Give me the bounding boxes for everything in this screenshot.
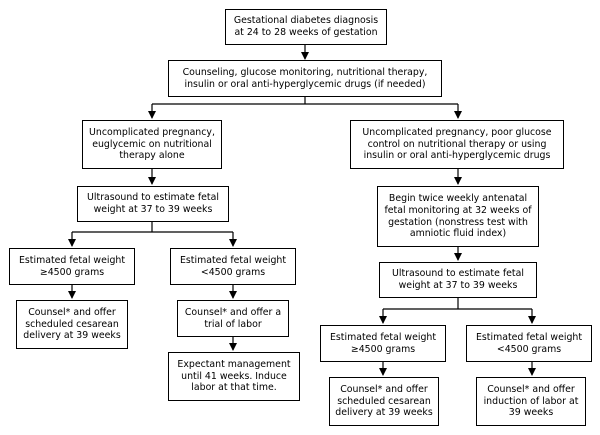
node-expectant-management: Expectant management until 41 weeks. Ind… — [168, 352, 300, 401]
node-induction: Counsel* and offer induction of labor at… — [476, 377, 586, 426]
node-weight-lt-right: Estimated fetal weight <4500 grams — [466, 325, 592, 362]
node-counseling: Counseling, glucose monitoring, nutritio… — [168, 60, 442, 97]
node-antenatal-monitoring: Begin twice weekly antenatal fetal monit… — [377, 186, 539, 247]
node-cesarean-right: Counsel* and offer scheduled cesarean de… — [329, 377, 439, 426]
node-weight-ge-left: Estimated fetal weight ≥4500 grams — [9, 248, 135, 285]
node-ultrasound-right: Ultrasound to estimate fetal weight at 3… — [379, 262, 537, 298]
node-weight-ge-right: Estimated fetal weight ≥4500 grams — [320, 325, 446, 362]
node-euglycemic: Uncomplicated pregnancy, euglycemic on n… — [82, 120, 222, 169]
node-cesarean-left: Counsel* and offer scheduled cesarean de… — [16, 300, 128, 349]
node-ultrasound-left: Ultrasound to estimate fetal weight at 3… — [77, 186, 229, 222]
connector-ultrasound-split-left — [72, 222, 233, 233]
node-weight-lt-left: Estimated fetal weight <4500 grams — [170, 248, 296, 285]
node-poor-control: Uncomplicated pregnancy, poor glucose co… — [350, 120, 564, 169]
node-diagnosis: Gestational diabetes diagnosis at 24 to … — [225, 9, 387, 45]
node-trial-of-labor: Counsel* and offer a trial of labor — [177, 300, 289, 337]
connector-counseling-split — [152, 97, 458, 105]
connector-ultrasound-split-right — [383, 298, 532, 310]
